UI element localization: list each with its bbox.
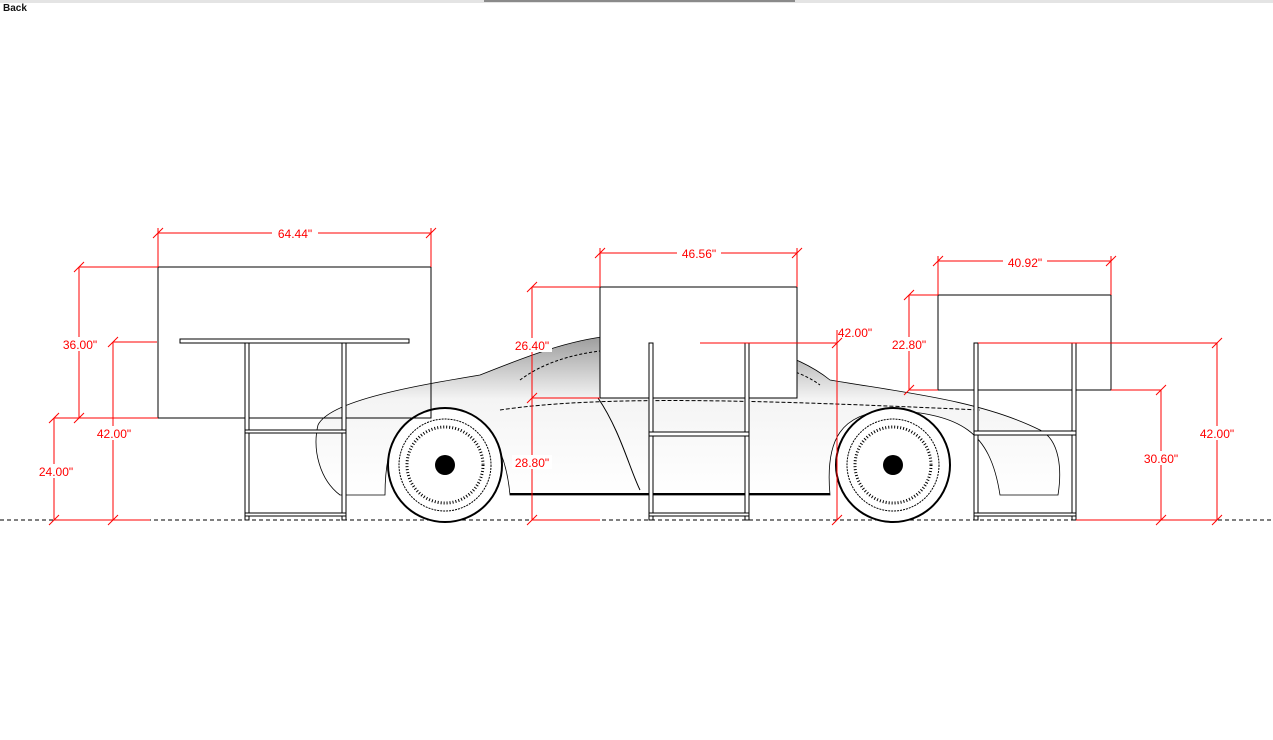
stand-1-envelope bbox=[157, 266, 432, 419]
stand-2 bbox=[599, 286, 798, 521]
stand-3-base-height-label: 30.60" bbox=[1144, 452, 1178, 466]
front-wheel bbox=[835, 407, 951, 523]
car-side-view bbox=[315, 334, 1061, 523]
stand-1-total-height-label: 42.00" bbox=[97, 427, 131, 441]
stand-1-base-height-label: 24.00" bbox=[39, 465, 73, 479]
stand-2-dimensions: 46.56" 26.40" 28.80" 42.00" bbox=[512, 247, 872, 526]
back-button[interactable]: Back bbox=[3, 3, 27, 14]
stand-1-dimensions: 64.44" 36.00" 24.00" 42.00" bbox=[35, 226, 437, 526]
stand-3-box-height-label: 22.80" bbox=[892, 338, 926, 352]
stand-1-box-height-label: 36.00" bbox=[63, 338, 97, 352]
stand-2-total-height-label: 42.00" bbox=[838, 326, 872, 340]
stand-3-width-label: 40.92" bbox=[1008, 256, 1042, 270]
stand-1 bbox=[157, 266, 432, 521]
rear-wheel bbox=[387, 407, 503, 523]
stand-3-dimensions: 40.92" 22.80" 30.60" 42.00" bbox=[889, 255, 1237, 526]
stand-2-base-height-label: 28.80" bbox=[515, 456, 549, 470]
stand-1-width-label: 64.44" bbox=[278, 227, 312, 241]
stand-2-width-label: 46.56" bbox=[682, 247, 716, 261]
top-bar bbox=[0, 0, 1273, 3]
stand-3-total-height-label: 42.00" bbox=[1200, 427, 1234, 441]
scrollbar-thumb[interactable] bbox=[484, 0, 795, 2]
stand-2-box-height-label: 26.40" bbox=[515, 339, 549, 353]
